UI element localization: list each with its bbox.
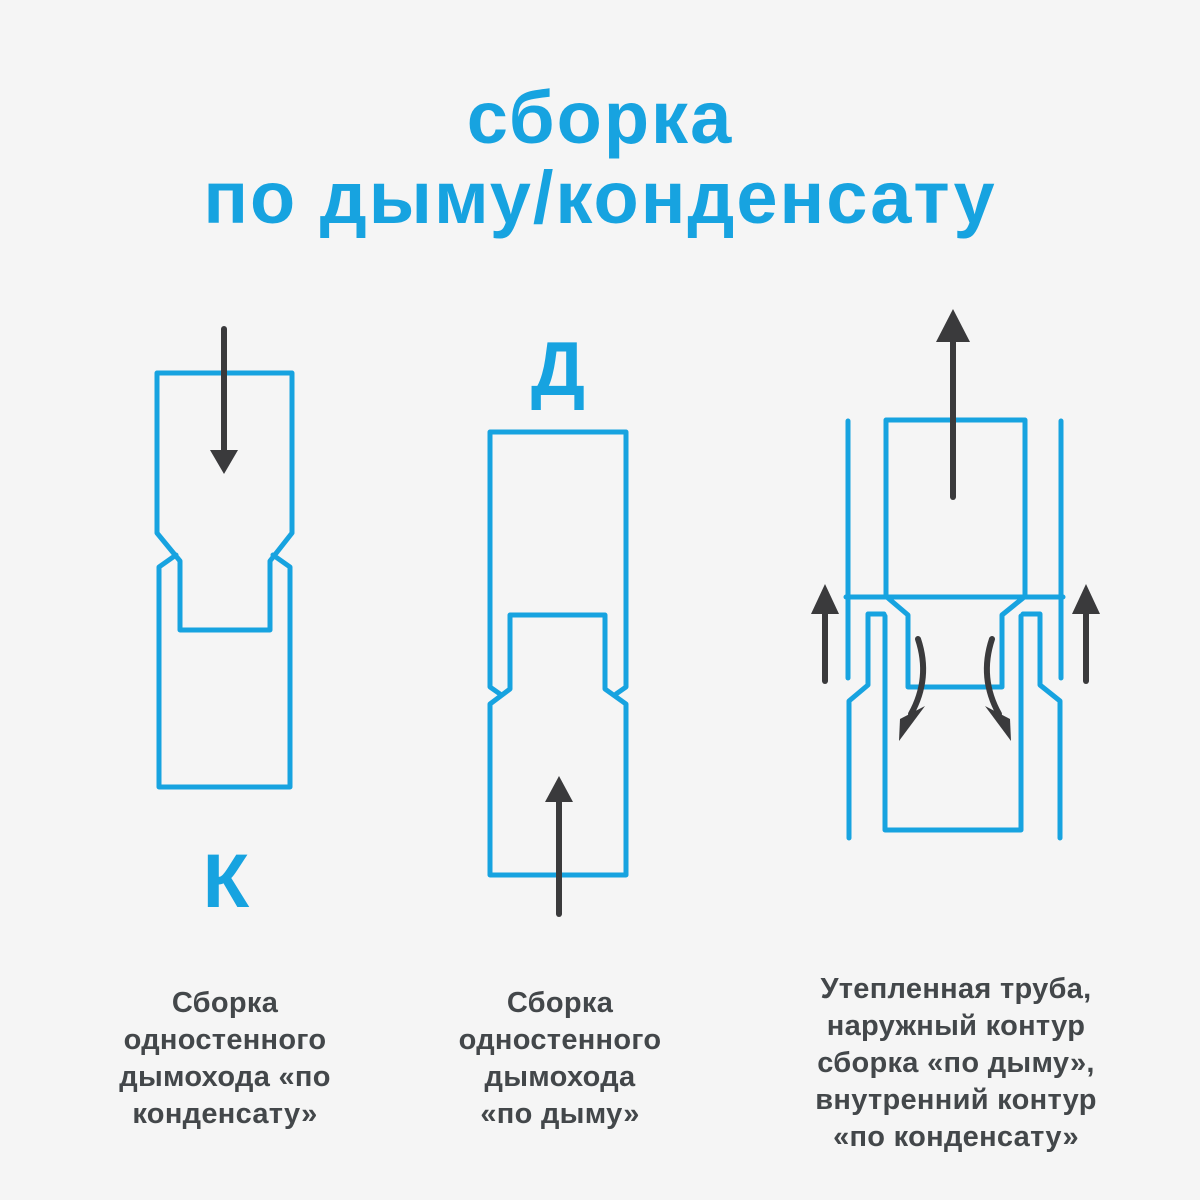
smoke-letter-label: Д	[530, 327, 586, 412]
caption-line: «по дыму»	[480, 1098, 640, 1130]
caption-line: «по конденсату»	[833, 1121, 1079, 1153]
caption-line: наружный контур	[826, 1010, 1086, 1042]
outer-flow-up-arrow-right-icon	[1072, 584, 1100, 684]
condensate-curved-arrow-right-icon	[983, 636, 1011, 741]
caption-line: внутренний контур	[815, 1084, 1097, 1116]
caption-line: Сборка	[171, 987, 279, 1019]
up-arrow-icon	[545, 776, 573, 917]
smoke-diagram	[487, 429, 629, 917]
condensate-diagram	[154, 326, 295, 790]
upper-pipe-crimped-end	[154, 370, 295, 633]
condensate-caption: Сборка одностенного дымохода «по конденс…	[55, 985, 395, 1133]
smoke-caption: Сборка одностенного дымохода «по дыму»	[390, 985, 730, 1133]
caption-line: Сборка	[506, 987, 614, 1019]
title-line-1: сборка	[466, 76, 734, 159]
lower-outer-wall-left-crimp	[846, 611, 887, 841]
caption-line: дымохода	[484, 1061, 636, 1093]
caption-line: одностенного	[123, 1024, 327, 1056]
lower-inner-pipe	[882, 613, 1024, 833]
outer-flow-up-arrow-left-icon	[811, 584, 839, 684]
down-arrow-icon	[210, 326, 238, 474]
condensate-curved-arrow-left-icon	[899, 636, 927, 741]
condensate-letter-label: К	[202, 839, 250, 924]
lower-outer-wall-right-crimp	[1020, 611, 1063, 841]
caption-line: одностенного	[458, 1024, 662, 1056]
smoke-up-arrow-icon	[936, 309, 970, 500]
upper-pipe-socket	[487, 429, 629, 697]
lower-pipe-crimped-end	[487, 612, 629, 878]
insulated-diagram	[811, 309, 1100, 841]
caption-line: конденсату»	[132, 1098, 318, 1130]
lower-pipe-socket	[156, 552, 293, 790]
caption-line: сборка «по дыму»,	[817, 1047, 1095, 1079]
inner-pipe-crimped-end	[885, 595, 1026, 690]
title-line-2: по дыму/конденсату	[203, 156, 997, 239]
insulated-caption: Утепленная труба, наружный контур сборка…	[768, 971, 1144, 1156]
caption-line: Утепленная труба,	[820, 973, 1092, 1005]
caption-line: дымохода «по	[119, 1061, 331, 1093]
page-title: сборка по дыму/конденсату	[0, 78, 1200, 238]
